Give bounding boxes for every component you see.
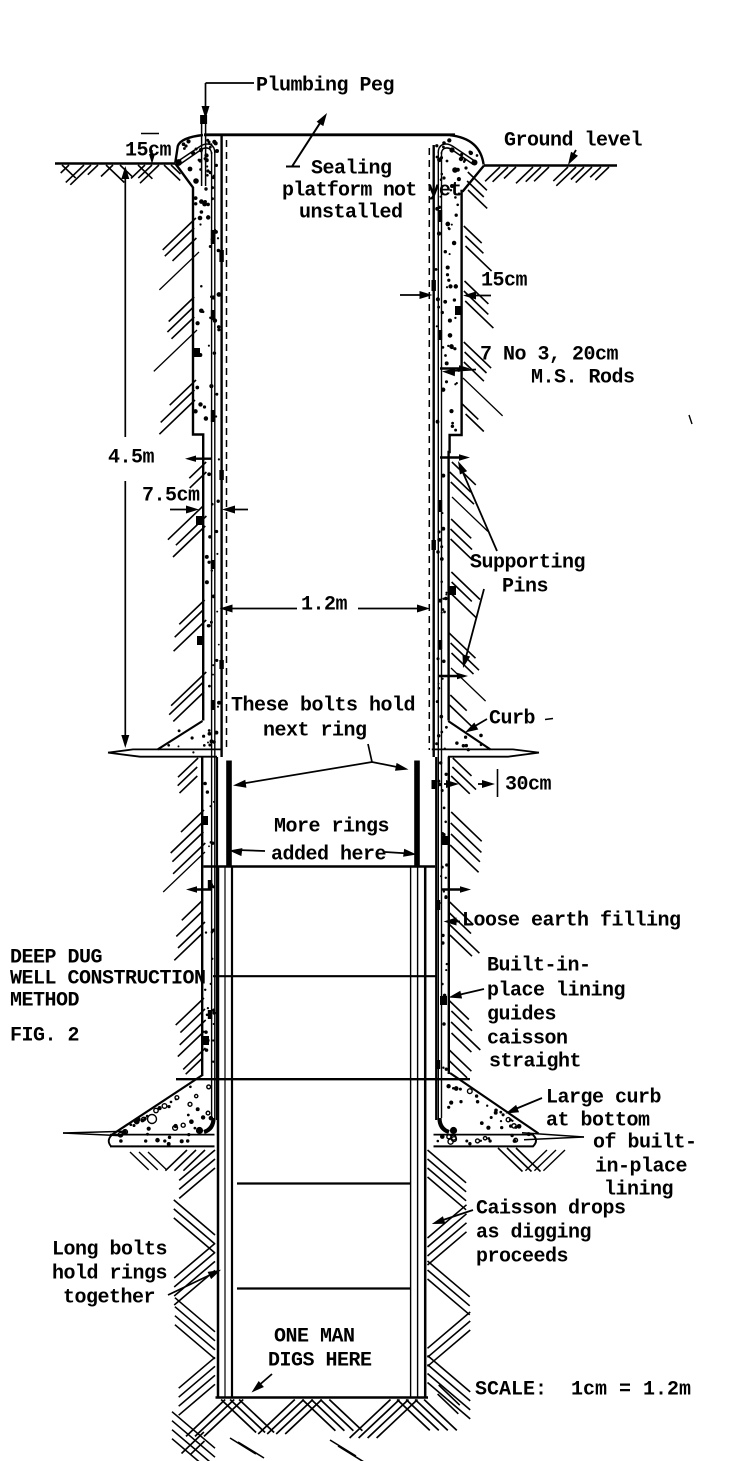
svg-text:unstalled: unstalled (299, 202, 403, 225)
svg-text:Loose earth filling: Loose earth filling (462, 910, 681, 933)
svg-text:Pins: Pins (502, 576, 548, 599)
svg-text:lining: lining (604, 1179, 673, 1202)
svg-text:More rings: More rings (274, 816, 389, 839)
svg-text:guides: guides (487, 1004, 556, 1027)
svg-text:30cm: 30cm (505, 774, 552, 797)
svg-text:Long bolts: Long bolts (52, 1239, 167, 1262)
svg-text:Large curb: Large curb (546, 1087, 662, 1110)
svg-text:caisson: caisson (487, 1028, 568, 1051)
svg-text:1.2m: 1.2m (301, 594, 348, 617)
svg-text:hold rings: hold rings (52, 1263, 167, 1286)
svg-text:of built-: of built- (593, 1132, 697, 1155)
svg-text:M.S. Rods: M.S. Rods (531, 367, 635, 390)
svg-text:Curb: Curb (489, 708, 536, 731)
svg-text:Plumbing Peg: Plumbing Peg (256, 75, 394, 98)
svg-text:place lining: place lining (487, 980, 625, 1003)
svg-text:platform not yet: platform not yet (282, 180, 461, 203)
svg-text:7.5cm: 7.5cm (142, 485, 200, 508)
svg-text:4.5m: 4.5m (108, 447, 155, 470)
svg-text:SCALE: 1cm = 1.2m: SCALE: 1cm = 1.2m (475, 1379, 691, 1402)
svg-text:Caisson drops: Caisson drops (476, 1198, 626, 1221)
svg-text:These bolts hold: These bolts hold (231, 695, 415, 718)
svg-text:in-place: in-place (595, 1156, 688, 1179)
svg-text:DIGS HERE: DIGS HERE (268, 1350, 372, 1373)
svg-text:next ring: next ring (263, 720, 367, 743)
svg-text:WELL CONSTRUCTION: WELL CONSTRUCTION (10, 968, 206, 991)
svg-text:METHOD: METHOD (10, 990, 80, 1013)
svg-text:Supporting: Supporting (470, 552, 585, 575)
svg-text:at bottom: at bottom (546, 1110, 650, 1133)
svg-text:ONE MAN: ONE MAN (274, 1326, 355, 1349)
svg-text:Ground level: Ground level (504, 130, 643, 153)
svg-text:as digging: as digging (476, 1222, 591, 1245)
svg-text:FIG. 2: FIG. 2 (10, 1025, 79, 1048)
svg-text:7 No 3, 20cm: 7 No 3, 20cm (480, 344, 619, 367)
svg-text:added here: added here (271, 844, 387, 867)
svg-text:straight: straight (489, 1051, 581, 1074)
svg-text:proceeds: proceeds (476, 1246, 568, 1269)
svg-text:together: together (63, 1287, 155, 1310)
svg-text:15cm: 15cm (481, 270, 528, 293)
svg-text:DEEP DUG: DEEP DUG (10, 947, 103, 970)
svg-text:Sealing: Sealing (311, 158, 392, 181)
svg-text:15cm: 15cm (125, 140, 172, 163)
svg-text:Built-in-: Built-in- (487, 955, 591, 978)
